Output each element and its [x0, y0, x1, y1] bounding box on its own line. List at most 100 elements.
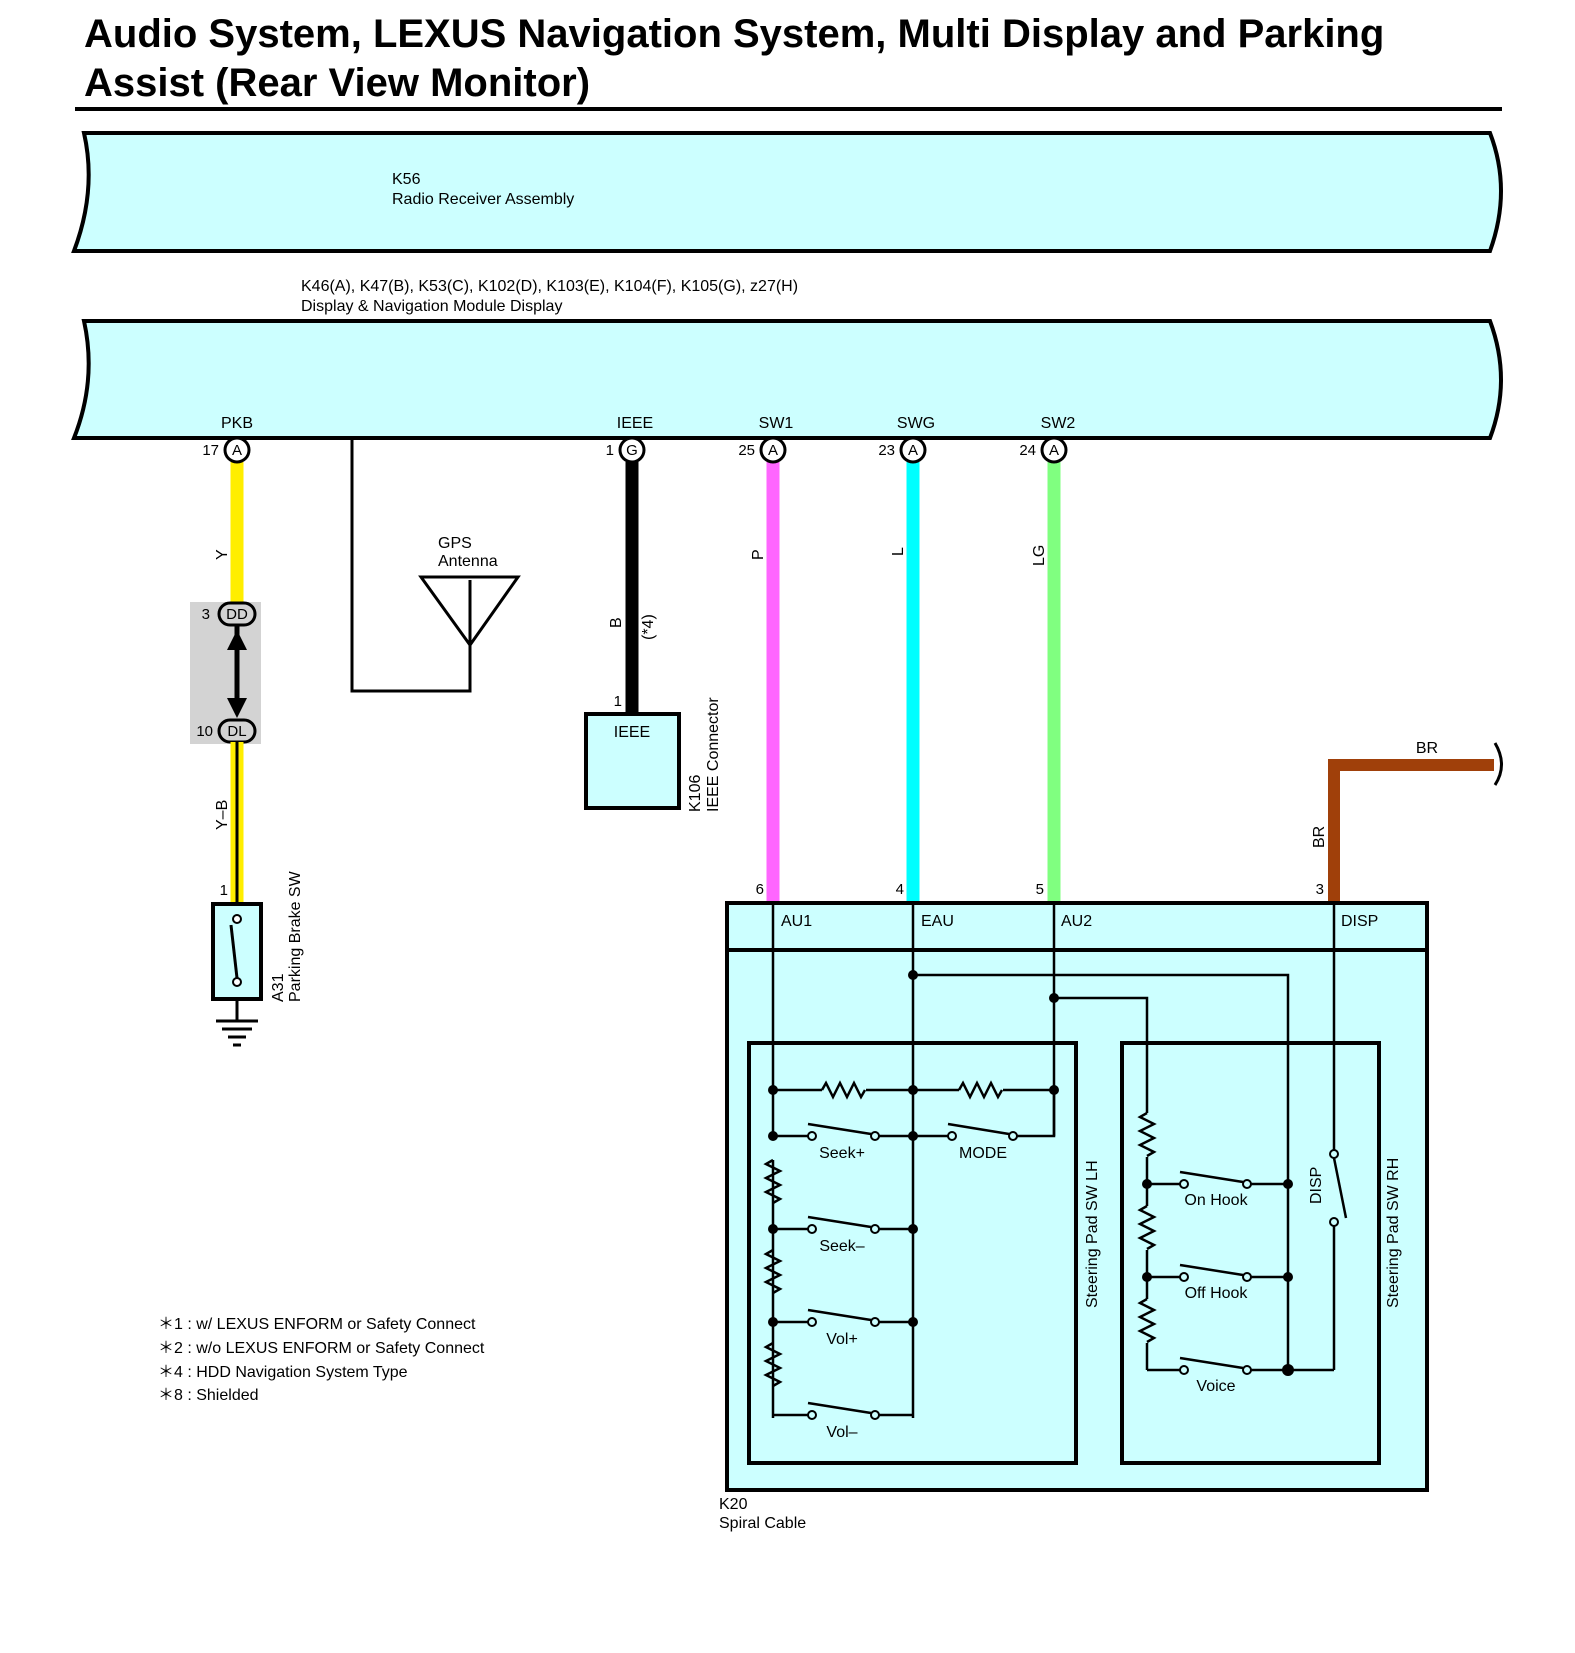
- switch-off-hook-label: Off Hook: [1185, 1285, 1249, 1302]
- a31-contact-top: [232, 914, 242, 924]
- junction-arrow-down: [227, 698, 247, 718]
- junction-dl-pin: 10: [196, 723, 213, 740]
- note-1: ＊1 : w/ LEXUS ENFORM or Safety Connect: [158, 1316, 476, 1333]
- diagram-title-line1: Audio System, LEXUS Navigation System, M…: [84, 12, 1384, 56]
- switch-on-hook-label: On Hook: [1184, 1192, 1248, 1209]
- k106-name: IEEE Connector: [705, 697, 722, 812]
- pin-number-pkb: 17: [202, 442, 219, 459]
- k106-terminal: IEEE: [614, 724, 650, 741]
- a31-pin: 1: [220, 882, 228, 899]
- switch-off-hook: [1147, 1263, 1288, 1282]
- junction-dots: [768, 970, 1294, 1376]
- wire-pkb2-color: Y–B: [214, 800, 231, 830]
- display-module-connectors: K46(A), K47(B), K53(C), K102(D), K103(E)…: [301, 278, 798, 295]
- resistor-rh-ladder-2: [1137, 1204, 1157, 1251]
- k20-terminal-disp: DISP: [1341, 913, 1378, 930]
- display-module-name: Display & Navigation Module Display: [301, 298, 562, 315]
- steering-pad-rh-box: [1120, 1041, 1381, 1465]
- switch-vol-minus: [773, 1401, 913, 1420]
- svg-text:A: A: [908, 442, 918, 459]
- wire-disp-brown: [1328, 759, 1494, 903]
- junction-dl-code: DL: [227, 723, 246, 740]
- link-au2-rh: [1054, 996, 1149, 1113]
- ieee-connector-box: [584, 712, 681, 810]
- resistor-lh-ladder-2: [763, 1248, 783, 1295]
- switch-disp: [1329, 1149, 1348, 1370]
- pin-circle-sw2: A: [1040, 436, 1068, 464]
- wire-continuation-mark: [1493, 742, 1503, 786]
- switch-on-hook: [1147, 1170, 1288, 1189]
- terminal-sw2-label: SW2: [1041, 415, 1076, 432]
- k20-pin-au1: 6: [756, 881, 764, 898]
- terminal-pkb-label: PKB: [221, 415, 253, 432]
- svg-text:A: A: [1049, 442, 1059, 459]
- k56-name: Radio Receiver Assembly: [392, 191, 574, 208]
- gps-antenna-wire: [350, 438, 472, 693]
- wire-sw2-color: LG: [1031, 545, 1048, 566]
- a31-name: Parking Brake SW: [287, 870, 304, 1002]
- junction-dd-oval: [217, 601, 257, 627]
- svg-text:A: A: [768, 442, 778, 459]
- switch-vol-plus: [773, 1308, 913, 1327]
- k20-pin-eau: 4: [896, 881, 904, 898]
- switch-seek-plus-label: Seek+: [819, 1145, 865, 1162]
- switch-seek-plus: [773, 1122, 913, 1141]
- switch-mode: [913, 1122, 1018, 1141]
- k56-code: K56: [392, 171, 421, 188]
- resistor-rh-ladder-1: [1137, 1111, 1157, 1158]
- a31-contact-bottom: [232, 977, 242, 987]
- pin-circle-swg: A: [899, 436, 927, 464]
- a31-switch-blade: [229, 924, 239, 979]
- pin-circle-ieee: G: [618, 436, 646, 464]
- pin-number-swg: 23: [878, 442, 895, 459]
- note-4: ＊8 : Shielded: [158, 1387, 259, 1404]
- resistor-lh-ladder-1: [763, 1158, 783, 1205]
- sw-lh-name: Steering Pad SW LH: [1084, 1160, 1101, 1308]
- radio-receiver-block: [71, 131, 1503, 253]
- pin-circle-pkb: A: [223, 436, 251, 464]
- a31-code: A31: [270, 973, 287, 1002]
- diagram-title-line2: Assist (Rear View Monitor): [84, 61, 590, 105]
- pin-circle-sw1: A: [759, 436, 787, 464]
- terminal-sw1-label: SW1: [759, 415, 794, 432]
- switch-vol-plus-label: Vol+: [826, 1331, 858, 1348]
- gps-label-line1: GPS: [438, 535, 472, 552]
- gps-label-line2: Antenna: [438, 553, 498, 570]
- switch-disp-label: DISP: [1308, 1167, 1325, 1204]
- junction-dd-pin: 3: [202, 606, 210, 623]
- display-module-block: [71, 319, 1503, 440]
- gps-antenna-icon: [418, 575, 521, 648]
- k20-terminal-eau: EAU: [921, 913, 954, 930]
- wire-disp-color: BR: [1311, 826, 1328, 848]
- k20-code: K20: [719, 1496, 748, 1513]
- note-3: ＊4 : HDD Navigation System Type: [158, 1364, 408, 1381]
- wire-sw1-color: P: [750, 549, 767, 560]
- link-eau-rh: [913, 973, 1290, 1370]
- k20-terminal-au2: AU2: [1061, 913, 1092, 930]
- wire-disp-top-color: BR: [1416, 740, 1438, 757]
- note-2: ＊2 : w/o LEXUS ENFORM or Safety Connect: [158, 1340, 485, 1357]
- junction-dd-code: DD: [226, 606, 248, 623]
- junction-arrow-up: [227, 630, 247, 650]
- resistor-lh-top-2: [957, 1080, 1004, 1100]
- k20-pin-au2: 5: [1036, 881, 1044, 898]
- switch-seek-minus-label: Seek–: [819, 1238, 864, 1255]
- resistor-lh-ladder-3: [763, 1341, 783, 1388]
- resistor-lh-top-1: [820, 1080, 867, 1100]
- k106-pin: 1: [614, 693, 622, 710]
- wire-swg-color: L: [890, 547, 907, 556]
- switch-seek-minus: [773, 1215, 913, 1234]
- wire-pkb-color: Y: [214, 549, 231, 560]
- switch-vol-minus-label: Vol–: [826, 1424, 857, 1441]
- sw-rh-name: Steering Pad SW RH: [1385, 1158, 1402, 1308]
- pin-number-sw2: 24: [1019, 442, 1036, 459]
- switch-voice-label: Voice: [1196, 1378, 1235, 1395]
- terminal-ieee-label: IEEE: [617, 415, 653, 432]
- k20-pin-disp: 3: [1316, 881, 1324, 898]
- svg-text:A: A: [232, 442, 242, 459]
- pin-number-ieee: 1: [606, 442, 614, 459]
- svg-text:G: G: [626, 442, 638, 459]
- wire-ieee-color: B: [608, 617, 625, 628]
- wire-ieee-note: (*4): [640, 614, 657, 640]
